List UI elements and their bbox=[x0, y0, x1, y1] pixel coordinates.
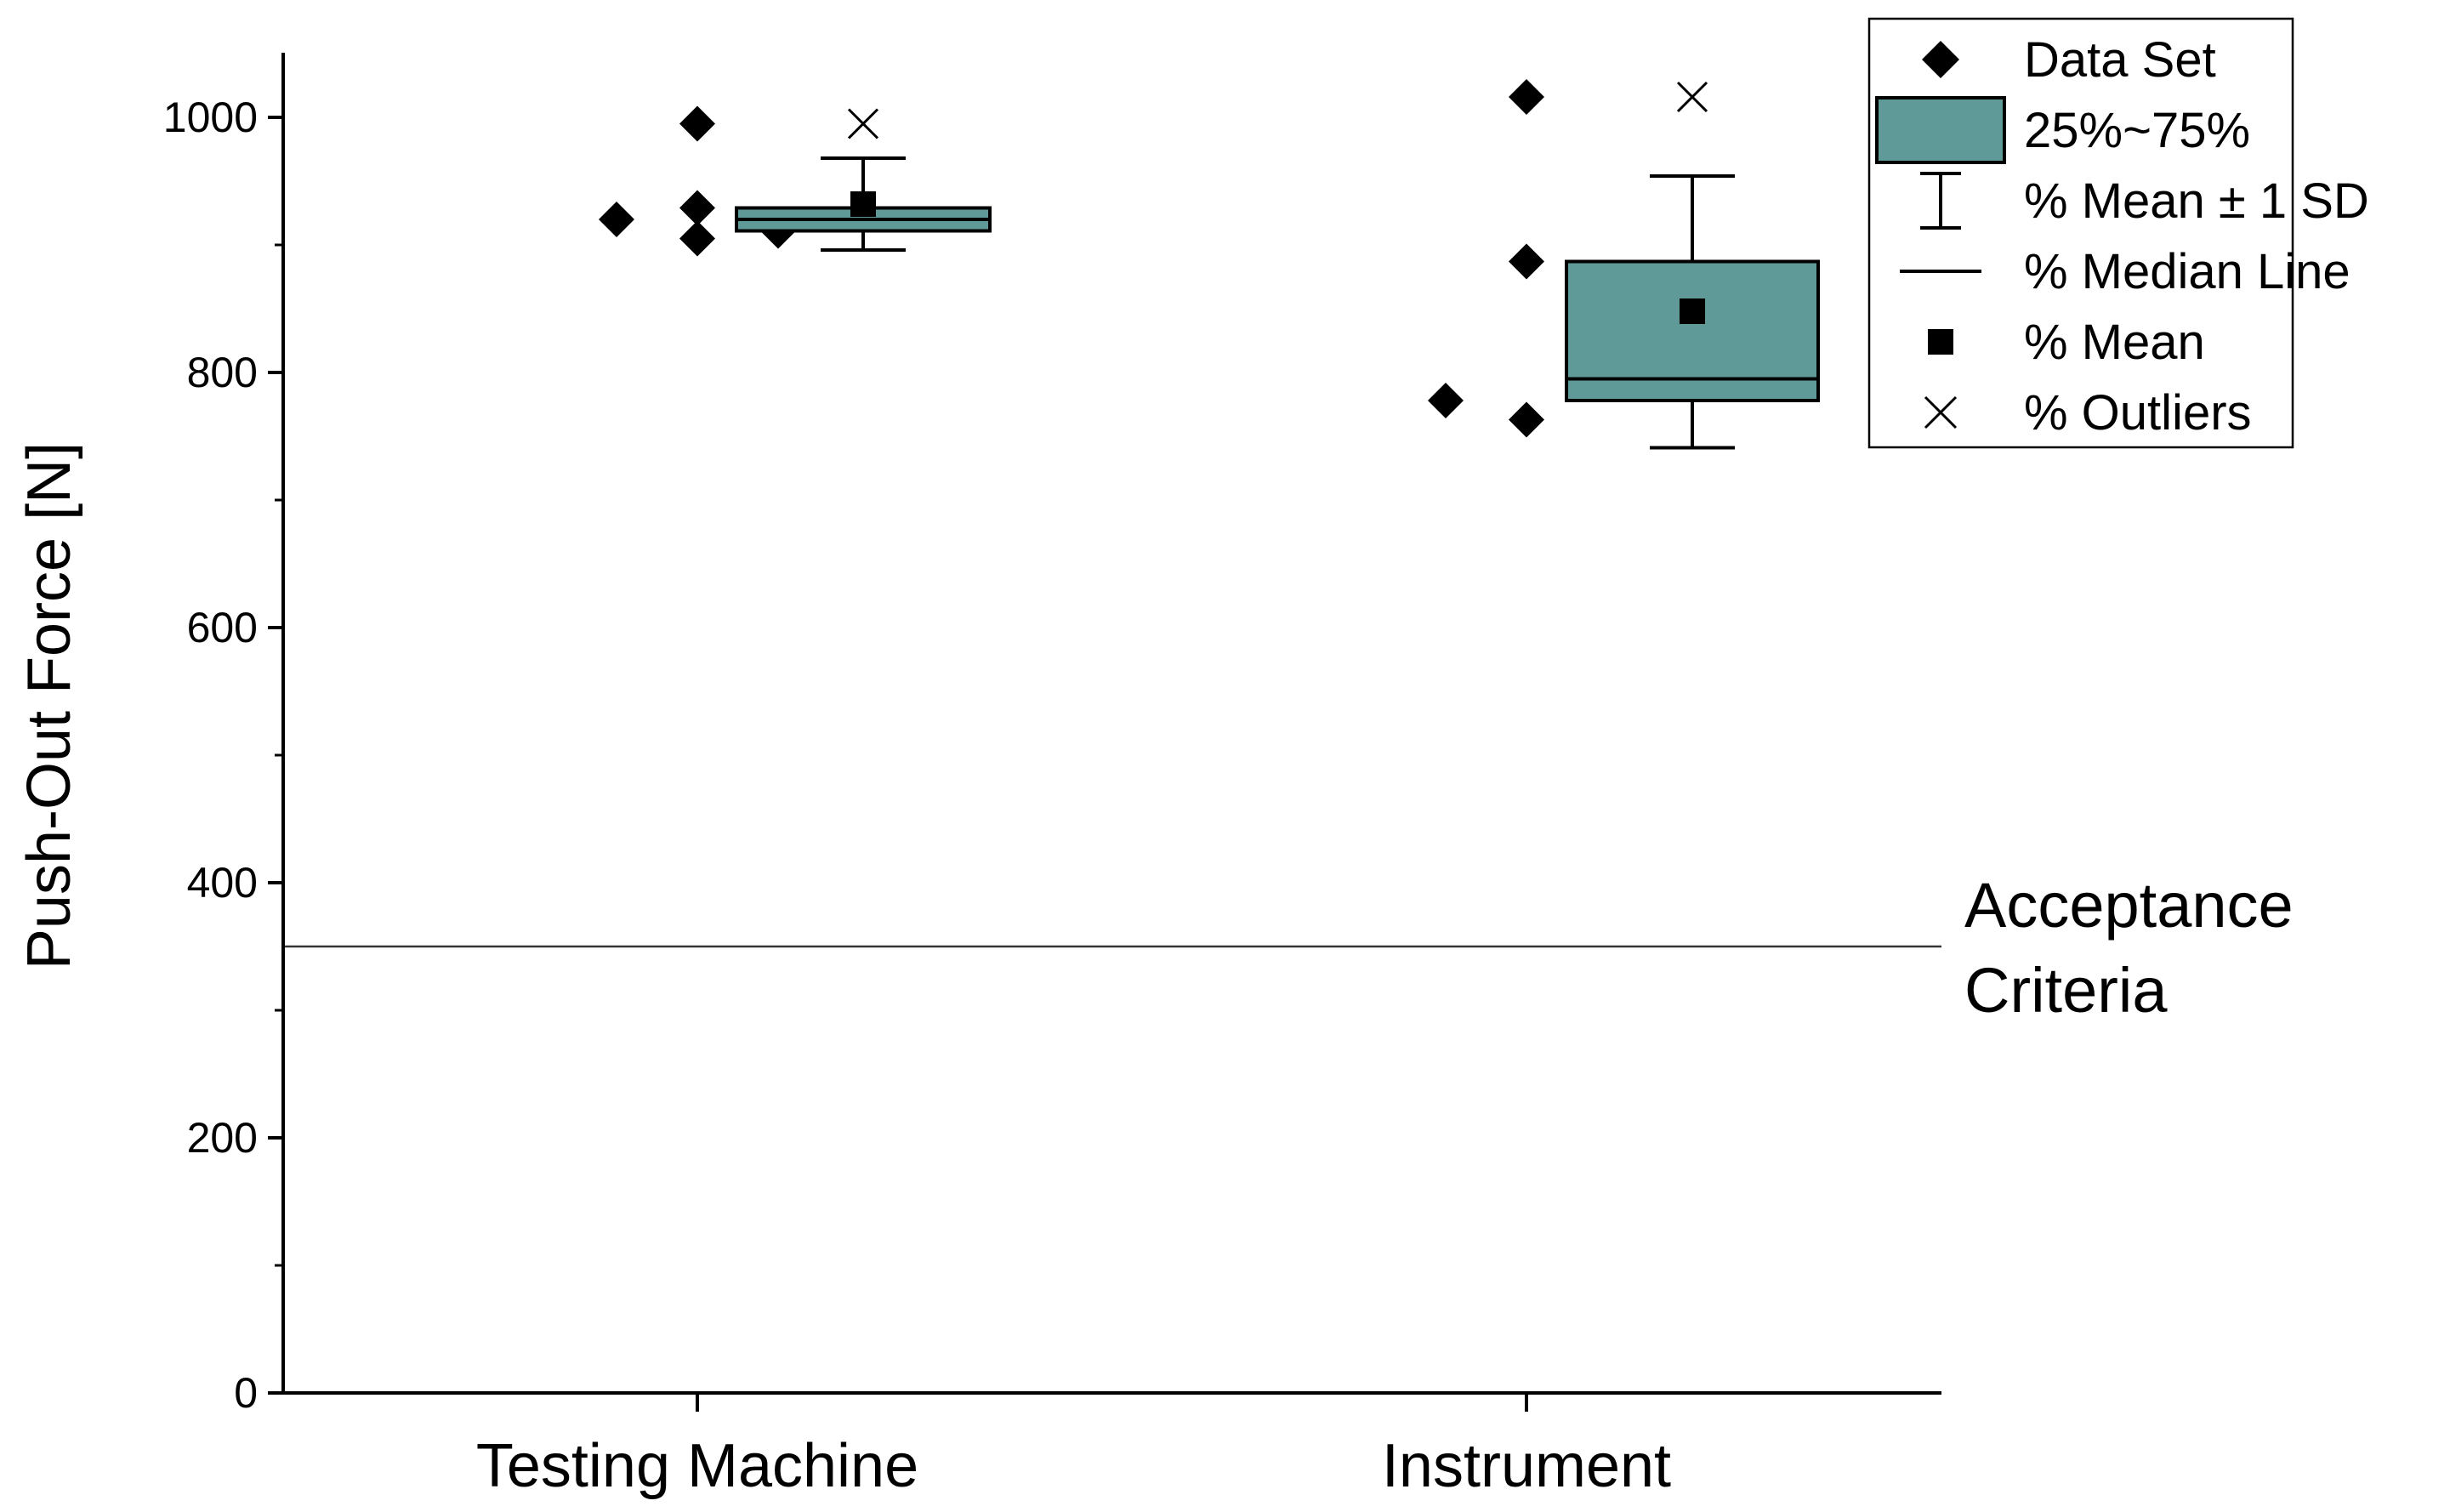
x-category-label: Testing Machine bbox=[476, 1432, 918, 1500]
y-tick-label: 1000 bbox=[163, 94, 258, 141]
legend-whisker-icon bbox=[1920, 172, 1961, 230]
legend-label: % Outliers bbox=[2024, 385, 2252, 441]
data-point-diamond bbox=[1509, 401, 1544, 438]
legend-entry: % Outliers bbox=[1924, 385, 2252, 441]
legend: Data Set 25%~75% % Mean ± 1 SD % Median Lin… bbox=[1867, 17, 2369, 449]
outlier-marker bbox=[847, 108, 879, 139]
mean-marker bbox=[1680, 298, 1705, 324]
legend-entry: 25%~75% bbox=[1875, 96, 2250, 164]
outlier-marker bbox=[1676, 81, 1708, 113]
y-axis-title: Push-Out Force [N] bbox=[15, 442, 83, 969]
data-point-diamond bbox=[599, 202, 634, 237]
y-tick-label: 400 bbox=[187, 859, 258, 907]
y-tick-label: 800 bbox=[187, 349, 258, 396]
legend-label: 25%~75% bbox=[2024, 103, 2250, 158]
legend-entry: % Mean ± 1 SD bbox=[1920, 172, 2369, 230]
legend-label: % Mean ± 1 SD bbox=[2024, 173, 2369, 229]
legend-label: % Median Line bbox=[2024, 244, 2351, 299]
acceptance-criteria-label: Acceptance bbox=[1964, 870, 2294, 941]
data-point-diamond bbox=[1509, 243, 1544, 280]
legend-cross-icon bbox=[1924, 395, 1958, 429]
y-tick-label: 600 bbox=[187, 604, 258, 651]
data-point-diamond bbox=[679, 220, 715, 257]
legend-label: % Mean bbox=[2024, 315, 2205, 370]
y-tick-label: 0 bbox=[234, 1369, 258, 1417]
legend-diamond-icon bbox=[1922, 41, 1959, 78]
legend-label: Data Set bbox=[2024, 32, 2216, 88]
data-point-diamond bbox=[1428, 383, 1464, 418]
acceptance-criteria-label: Criteria bbox=[1964, 955, 2168, 1026]
legend-entry: Data Set bbox=[1922, 32, 2216, 88]
category-group bbox=[1428, 79, 1820, 450]
data-point-diamond bbox=[1509, 79, 1544, 115]
legend-square-icon bbox=[1928, 329, 1953, 355]
mean-marker bbox=[850, 191, 876, 217]
y-tick-label: 200 bbox=[187, 1114, 258, 1162]
data-point-diamond bbox=[679, 190, 715, 226]
legend-entry: % Median Line bbox=[1900, 244, 2351, 299]
legend-box-icon bbox=[1875, 96, 2006, 164]
x-category-label: Instrument bbox=[1382, 1432, 1671, 1500]
legend-entry: % Mean bbox=[1928, 315, 2205, 370]
data-point-diamond bbox=[679, 105, 715, 142]
legend-frame bbox=[1867, 17, 2294, 449]
plot-data bbox=[599, 79, 1820, 450]
category-group bbox=[599, 105, 992, 257]
